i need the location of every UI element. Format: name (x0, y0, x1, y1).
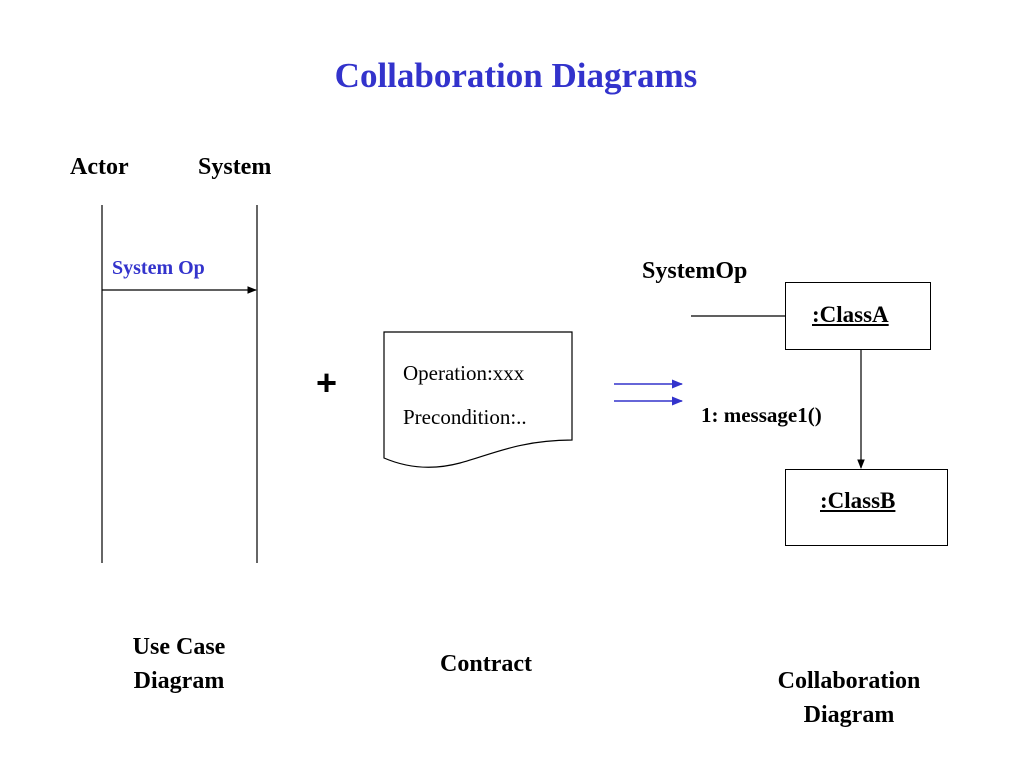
page-title: Collaboration Diagrams (334, 56, 698, 95)
contract-precondition-text: Precondition:.. (403, 405, 527, 429)
class-b-box (785, 469, 948, 546)
system-label: System (198, 154, 272, 180)
system-op-message-label: System Op (112, 257, 205, 279)
plus-sign: + (316, 362, 338, 403)
collab-caption-line1: Collaboration (777, 668, 921, 694)
message1-label: 1: message1() (701, 403, 822, 427)
use-case-diagram-caption: Use Case Diagram (99, 630, 259, 698)
collaboration-diagram-caption: Collaboration Diagram (749, 664, 949, 732)
contract-caption: Contract (440, 651, 532, 677)
use-case-caption-line2: Diagram (133, 668, 225, 694)
contract-operation-text: Operation:xxx (403, 361, 525, 385)
class-a-label: :ClassA (812, 302, 889, 327)
contract-document-shape (383, 331, 573, 468)
collab-caption-line2: Diagram (803, 702, 895, 728)
actor-label: Actor (70, 154, 129, 180)
class-a-box (785, 282, 931, 350)
use-case-caption-line1: Use Case (132, 634, 226, 660)
class-b-label: :ClassB (820, 488, 896, 513)
collab-incoming-message-label: SystemOp (642, 258, 748, 284)
